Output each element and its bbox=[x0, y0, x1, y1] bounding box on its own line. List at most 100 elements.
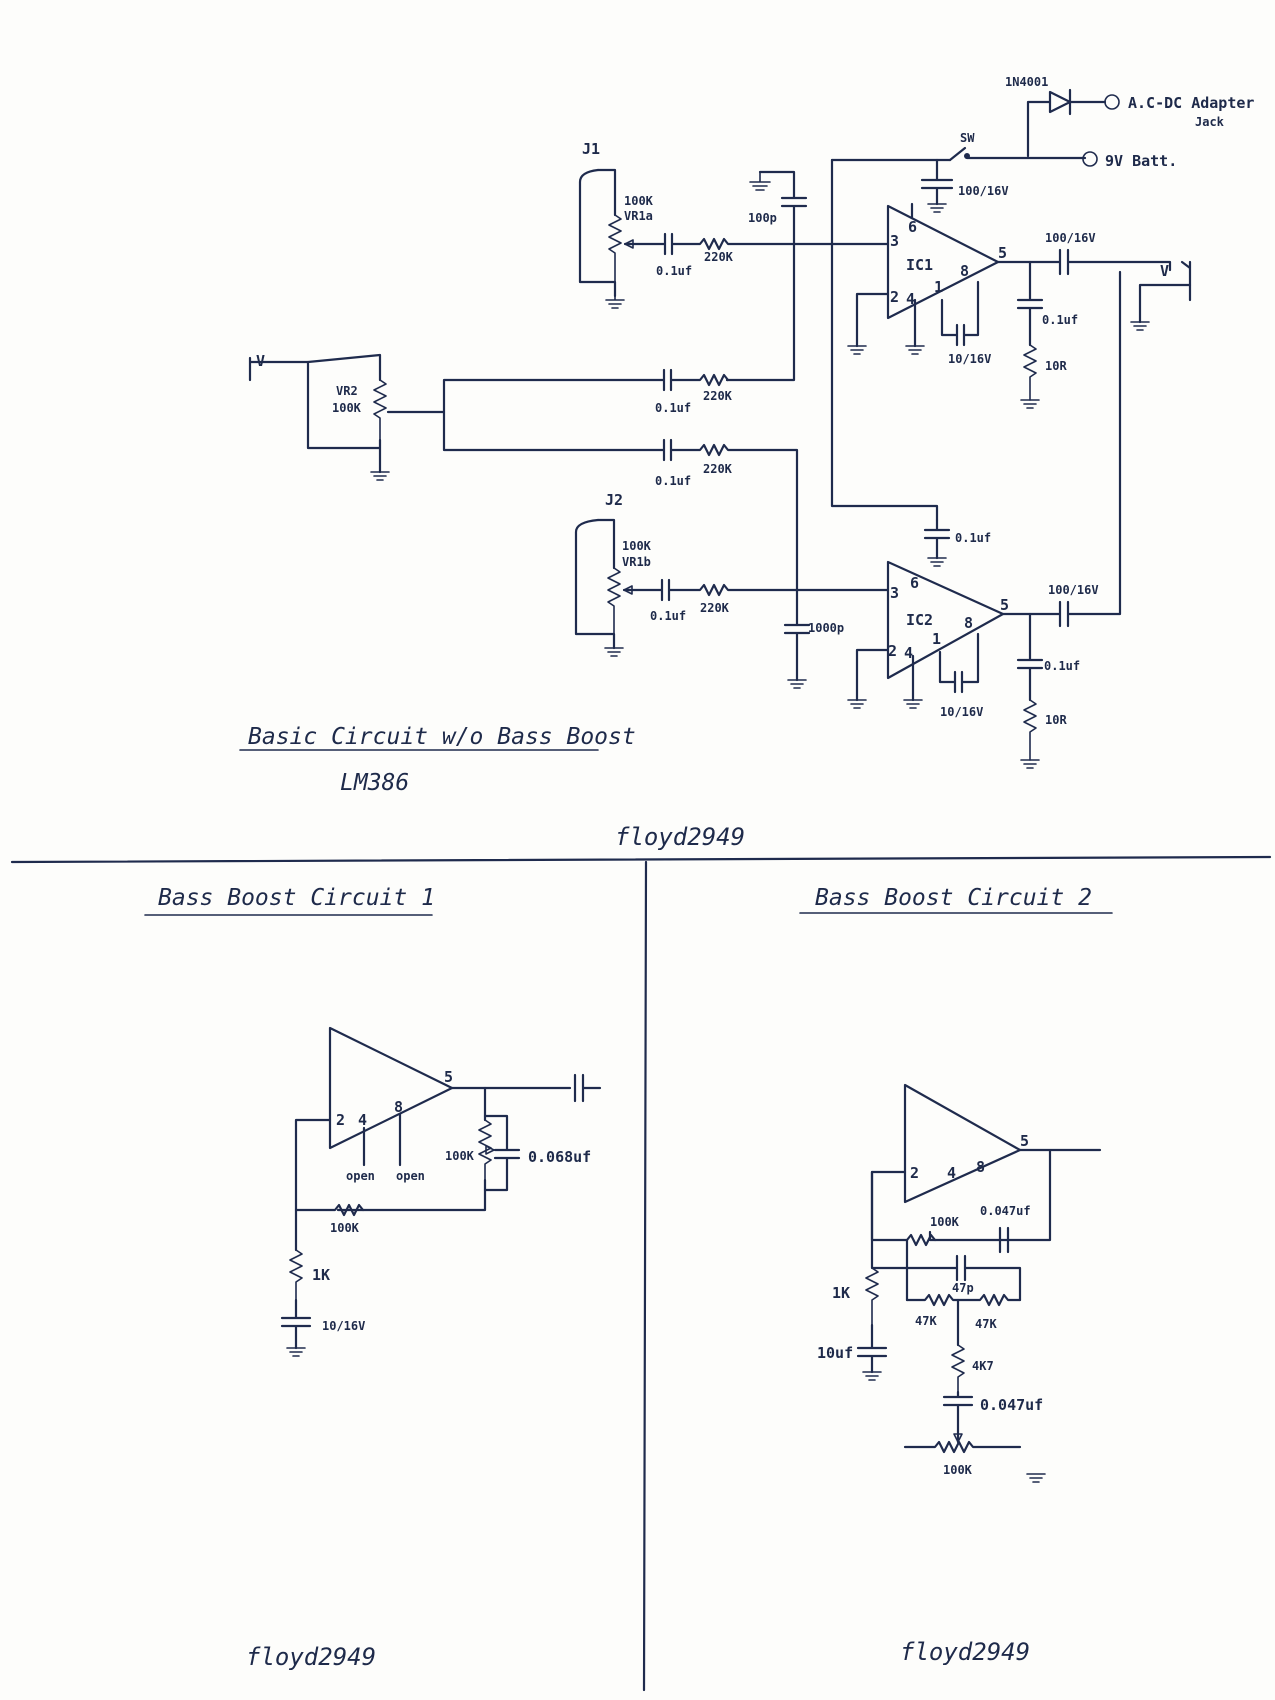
adapter-wire bbox=[1026, 100, 1052, 158]
adapter-label: A.C-DC Adapter bbox=[1128, 94, 1254, 112]
vr1b-name: VR1b bbox=[622, 555, 651, 569]
output-jack bbox=[1180, 260, 1192, 302]
switch-sw bbox=[948, 146, 967, 162]
vr1a-value: 100K bbox=[624, 194, 654, 208]
bb1-c-ground-label: 10/16V bbox=[322, 1319, 365, 1333]
main-signature: floyd2949 bbox=[615, 823, 745, 851]
ic1-pin2-ground bbox=[847, 345, 867, 355]
ic2-pin4-ground bbox=[903, 699, 923, 709]
bb2-c-feedback-label: 0.047uf bbox=[980, 1204, 1031, 1218]
r-in1-label: 220K bbox=[704, 250, 734, 264]
ic2-output-cap bbox=[1001, 270, 1122, 628]
bb2-pot-wiper bbox=[953, 1433, 963, 1443]
ic1-pin2-wire bbox=[855, 292, 890, 348]
ic2-pin2-ground bbox=[847, 699, 867, 709]
ic2-pin6: 6 bbox=[910, 574, 919, 592]
bb1-pin2: 2 bbox=[336, 1111, 345, 1129]
c-out2-label: 100/16V bbox=[1048, 583, 1099, 597]
jack-j2-tip bbox=[596, 518, 616, 570]
bb2-series-resistor bbox=[951, 1344, 965, 1393]
chip-label: LM386 bbox=[340, 770, 409, 796]
vr1b-ground bbox=[604, 647, 624, 657]
jack-j2-label: J2 bbox=[605, 491, 623, 509]
bb1-feedback-resistor bbox=[294, 1203, 365, 1217]
bb2-bridge-cap bbox=[905, 1254, 1022, 1302]
c-gain1-label: 10/16V bbox=[948, 352, 991, 366]
vr2-path-a bbox=[386, 368, 730, 414]
zobel1-resistor bbox=[1023, 344, 1037, 401]
pot-vr2 bbox=[373, 379, 387, 441]
bb2-r-series-label: 4K7 bbox=[972, 1359, 994, 1373]
r-vr2-a-label: 220K bbox=[703, 389, 733, 403]
ic1-pin3: 3 bbox=[890, 232, 899, 250]
bb1-pin2-wire bbox=[294, 1118, 332, 1212]
vr1b-wiper bbox=[623, 585, 633, 595]
ic1-pin8: 8 bbox=[960, 262, 969, 280]
r-zobel1-label: 10R bbox=[1045, 359, 1067, 373]
vr2-value: 100K bbox=[332, 401, 362, 415]
c-in2-label: 0.1uf bbox=[650, 609, 686, 623]
bb1-open-b: open bbox=[396, 1169, 425, 1183]
bb2-t-resistors bbox=[905, 1293, 1022, 1307]
c-vr2-a-label: 0.1uf bbox=[655, 401, 691, 415]
ic2-triangle bbox=[886, 560, 1005, 680]
c-gain2-label: 10/16V bbox=[940, 705, 983, 719]
divider-vertical bbox=[642, 860, 648, 1692]
bb1-ground bbox=[286, 1347, 306, 1357]
ic2-name: IC2 bbox=[906, 611, 933, 629]
ic1-input-path bbox=[623, 232, 890, 256]
supply-cap-ground bbox=[927, 203, 947, 213]
bb1-open-pins bbox=[362, 1112, 402, 1167]
vr2-path-b bbox=[442, 410, 799, 627]
vr1a-name: VR1a bbox=[624, 209, 653, 223]
bb2-pot bbox=[903, 1440, 1022, 1454]
bb1-opamp bbox=[328, 1026, 454, 1150]
bb1-title: Bass Boost Circuit 1 bbox=[158, 885, 435, 911]
c100p-cap bbox=[725, 170, 808, 382]
supply-cap bbox=[920, 158, 954, 206]
jack-j2 bbox=[574, 518, 616, 650]
c1000p-label: 1000p bbox=[808, 621, 844, 635]
diode-label: 1N4001 bbox=[1005, 75, 1048, 89]
divider-horizontal bbox=[10, 855, 1272, 864]
ic2-input-path bbox=[622, 578, 890, 602]
c100p-ground bbox=[749, 171, 771, 191]
zobel2-resistor bbox=[1023, 699, 1037, 761]
c-out1-label: 100/16V bbox=[1045, 231, 1096, 245]
bb2-ground bbox=[862, 1371, 882, 1381]
ic1-pin4: 4 bbox=[906, 290, 915, 308]
bb1-r-feedback-label: 100K bbox=[330, 1221, 360, 1235]
bb1-cap-label: 0.068uf bbox=[528, 1148, 591, 1166]
bb2-ground-resistor bbox=[865, 1267, 879, 1326]
bb2-r-ground-label: 1K bbox=[832, 1284, 850, 1302]
output-jack-ground bbox=[1130, 321, 1150, 331]
zobel2-ground bbox=[1020, 759, 1040, 769]
bb2-c-series-label: 0.047uf bbox=[980, 1396, 1043, 1414]
bb2-pin5: 5 bbox=[1020, 1132, 1029, 1150]
bb1-open-a: open bbox=[346, 1169, 375, 1183]
c-zobel1-label: 0.1uf bbox=[1042, 313, 1078, 327]
bb1-ground-resistor bbox=[289, 1249, 303, 1301]
bb1-cap bbox=[483, 1114, 521, 1192]
adapter-jack-label: Jack bbox=[1195, 115, 1225, 129]
bb2-signature: floyd2949 bbox=[900, 1638, 1030, 1666]
battery-label: 9V Batt. bbox=[1105, 152, 1177, 170]
bb2-series-cap bbox=[942, 1390, 974, 1444]
output-jack-sleeve bbox=[1138, 283, 1192, 324]
bb1-pot-label: 100K bbox=[445, 1149, 475, 1163]
r-in2-label: 220K bbox=[700, 601, 730, 615]
bass-boost-circuit-2: Bass Boost Circuit 2 2 4 8 5 100K 0.047u… bbox=[799, 885, 1113, 1666]
supply-cap-label: 100/16V bbox=[958, 184, 1009, 198]
r-zobel2-label: 10R bbox=[1045, 713, 1067, 727]
jack-j1-label: J1 bbox=[582, 140, 600, 158]
bb2-feedback-cap bbox=[998, 1226, 1010, 1254]
bb1-signature: floyd2949 bbox=[246, 1643, 376, 1671]
bb2-title: Bass Boost Circuit 2 bbox=[815, 885, 1092, 911]
bb2-pot-label: 100K bbox=[943, 1463, 973, 1477]
ic1-pin2: 2 bbox=[890, 288, 899, 306]
vr2-jack bbox=[248, 353, 382, 382]
pot-vr1a bbox=[608, 214, 622, 283]
diode-cathode bbox=[1068, 88, 1107, 116]
